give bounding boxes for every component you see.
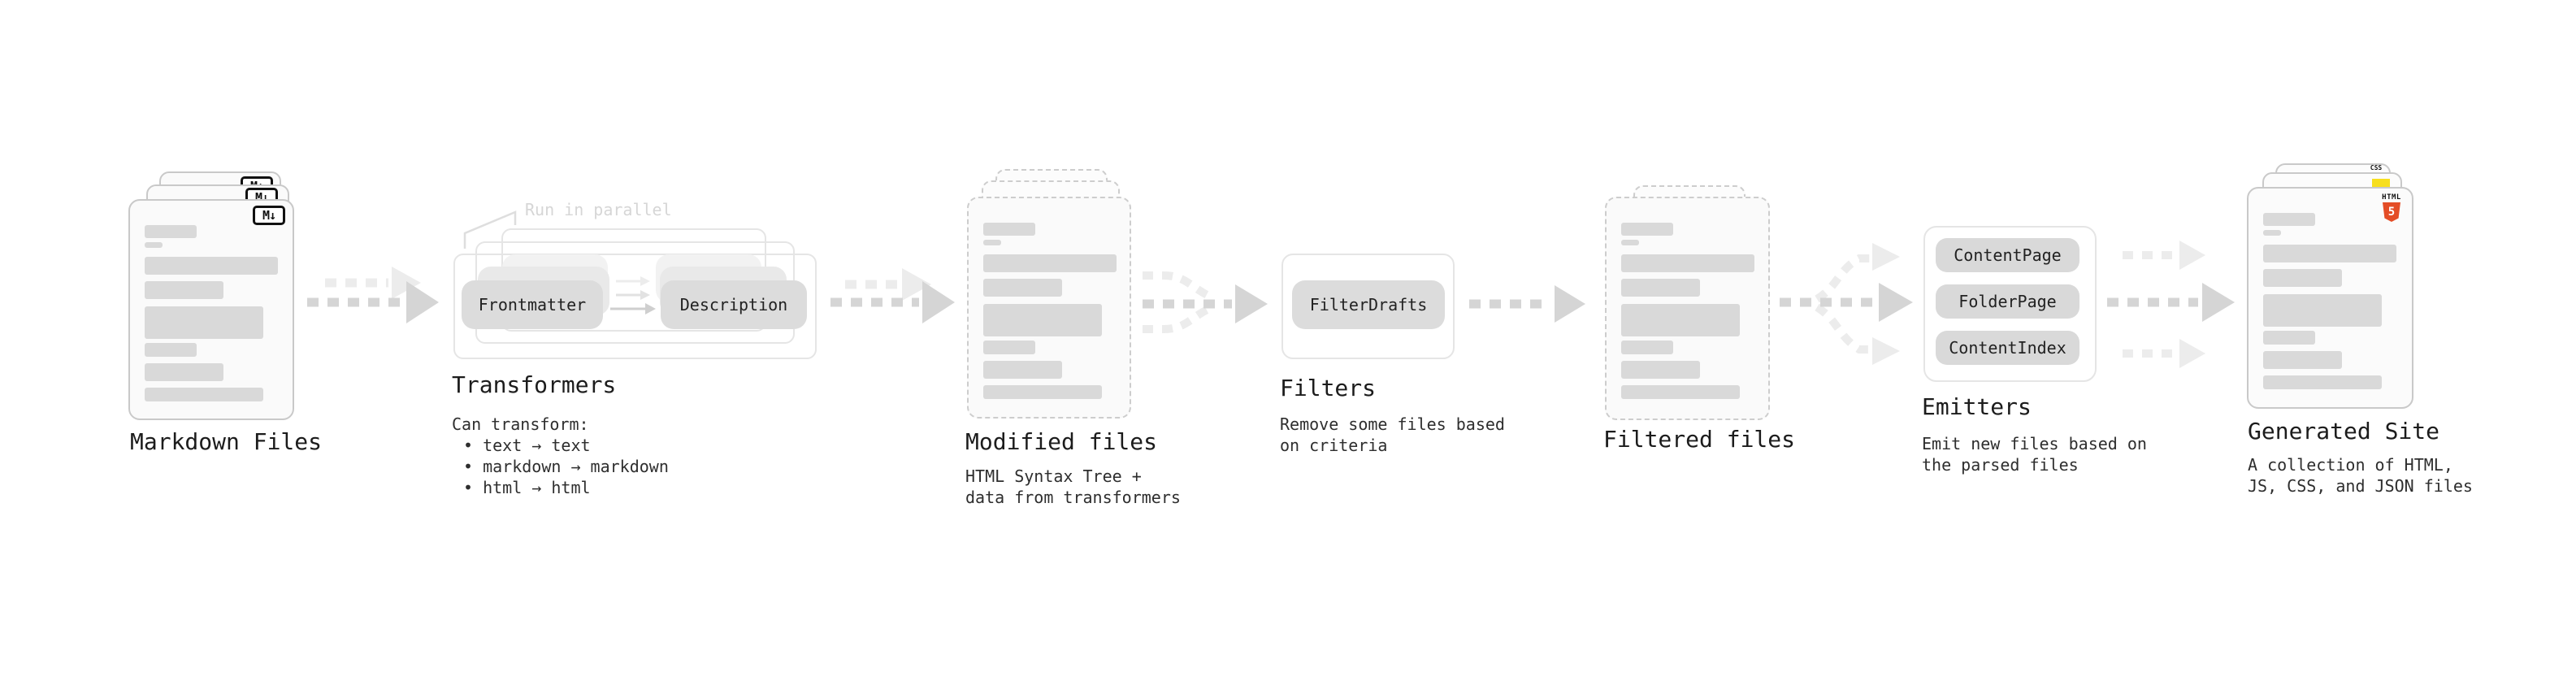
desc-line: Remove some files based <box>1280 414 1505 434</box>
html5-icon-shield: 5 <box>2383 202 2400 222</box>
stage-title-modified-files: Modified files <box>965 428 1158 455</box>
transform-bullet: • markdown → markdown <box>463 457 669 476</box>
modified-files-description: HTML Syntax Tree + data from transformer… <box>965 466 1181 508</box>
desc-line: A collection of HTML, <box>2248 455 2453 475</box>
placeholder-bar <box>145 225 197 238</box>
arrow-emitters-to-site <box>2107 241 2235 368</box>
stage-title-generated-site: Generated Site <box>2248 418 2440 445</box>
js-icon <box>2372 179 2390 189</box>
transformer-box-front <box>453 254 817 359</box>
placeholder-bar <box>2263 213 2315 226</box>
transform-bullet: • text → text <box>463 436 591 455</box>
stage-title-filters: Filters <box>1280 375 1377 401</box>
emitter-pill-contentpage: ContentPage <box>1936 238 2079 272</box>
placeholder-bar <box>145 281 223 299</box>
emitter-pill-folderpage: FolderPage <box>1936 284 2079 319</box>
placeholder-bar <box>1621 254 1754 272</box>
transformers-desc-heading: Can transform: <box>452 414 589 434</box>
placeholder-bar <box>983 340 1035 354</box>
placeholder-bar <box>145 343 197 357</box>
emitters-description: Emit new files based on the parsed files <box>1922 433 2147 475</box>
css-icon-label: CSS <box>2370 164 2383 171</box>
placeholder-bar <box>1621 361 1700 379</box>
transform-bullet: • html → html <box>463 478 591 497</box>
site-file-card-front <box>2247 187 2413 409</box>
stage-title-transformers: Transformers <box>452 371 617 398</box>
arrow-filtered-to-emitters <box>1780 243 1913 365</box>
filter-drafts-pill: FilterDrafts <box>1292 280 1445 329</box>
desc-line: HTML Syntax Tree + <box>965 466 1142 486</box>
generated-site-description: A collection of HTML, JS, CSS, and JSON … <box>2248 454 2473 497</box>
placeholder-bar <box>2263 351 2342 369</box>
placeholder-bar <box>983 223 1035 236</box>
placeholder-bar <box>1621 223 1673 236</box>
desc-line: on criteria <box>1280 436 1388 455</box>
desc-line: data from transformers <box>965 488 1181 507</box>
desc-line: JS, CSS, and JSON files <box>2248 476 2473 496</box>
filtered-file-card-front <box>1605 197 1770 420</box>
arrow-modified-to-filters <box>1143 271 1268 333</box>
transformer-a-pill: Frontmatter <box>462 280 603 329</box>
placeholder-bar <box>983 254 1117 272</box>
modified-file-card-front <box>967 197 1131 419</box>
arrow-transformers-to-modified <box>830 268 955 323</box>
placeholder-bar <box>1621 304 1740 336</box>
placeholder-bar <box>2263 294 2382 327</box>
stage-title-filtered-files: Filtered files <box>1603 426 1796 453</box>
placeholder-bar <box>145 257 278 275</box>
placeholder-bar <box>983 304 1102 336</box>
placeholder-bar <box>2263 245 2396 262</box>
placeholder-bar <box>2263 230 2281 236</box>
desc-line: the parsed files <box>1922 455 2079 475</box>
placeholder-bar <box>145 306 263 339</box>
placeholder-bar <box>1621 279 1700 297</box>
placeholder-bar <box>2263 269 2342 287</box>
arrow-markdown-to-transformers <box>307 267 439 323</box>
placeholder-bar <box>145 363 223 381</box>
run-in-parallel-note: Run in parallel <box>525 200 672 219</box>
html5-icon-label: HTML <box>2382 193 2401 202</box>
placeholder-bar <box>1621 240 1639 245</box>
emitter-pill-contentindex: ContentIndex <box>1936 331 2079 365</box>
html5-icon: HTML 5 <box>2382 193 2401 222</box>
transformers-description: Can transform: • text → text • markdown … <box>452 414 669 498</box>
filters-description: Remove some files based on criteria <box>1280 414 1505 456</box>
placeholder-bar <box>983 361 1062 379</box>
placeholder-bar <box>983 240 1001 245</box>
placeholder-bar <box>145 242 163 248</box>
placeholder-bar <box>983 385 1102 399</box>
transformer-b-pill: Description <box>661 280 807 329</box>
placeholder-bar <box>2263 375 2382 389</box>
placeholder-bar <box>1621 385 1740 399</box>
arrow-filters-to-filtered <box>1469 285 1585 323</box>
desc-line: Emit new files based on <box>1922 434 2147 453</box>
placeholder-bar <box>983 279 1062 297</box>
placeholder-bar <box>1621 340 1673 354</box>
stage-title-emitters: Emitters <box>1922 393 2032 420</box>
placeholder-bar <box>145 388 263 401</box>
placeholder-bar <box>2263 331 2315 345</box>
markdown-icon: M↓ <box>253 206 285 225</box>
stage-title-markdown-files: Markdown Files <box>130 428 323 455</box>
markdown-file-card-front <box>128 199 294 420</box>
